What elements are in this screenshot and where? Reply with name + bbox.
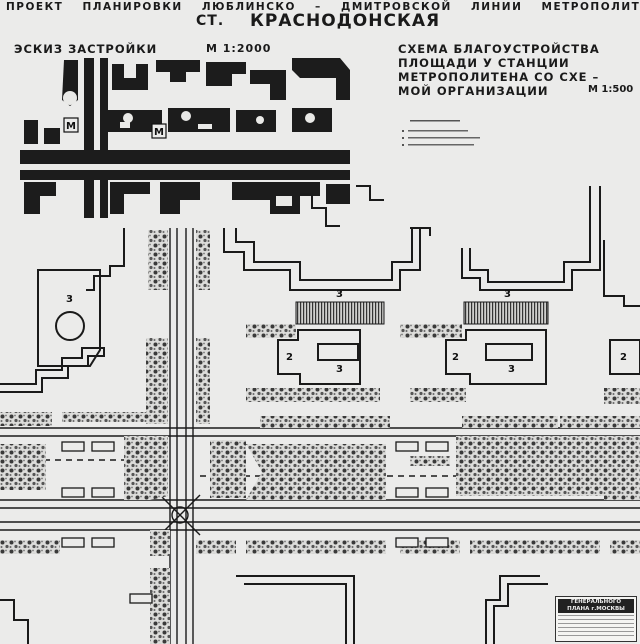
building-outlines xyxy=(0,185,640,644)
metro-marker-1: М xyxy=(66,121,76,132)
label-building-b: 3 xyxy=(336,289,343,300)
label-building-g: 3 xyxy=(508,364,515,375)
title-stamp: ГЕНЕРАЛЬНОГО ПЛАНА г.МОСКВЫ xyxy=(555,596,637,642)
plaza-hatch-right xyxy=(463,301,549,325)
label-building-h: 2 xyxy=(620,352,627,363)
scheme-title-line-3: МЕТРОПОЛИТЕНА СО СХЕ – xyxy=(398,70,600,84)
scheme-title: СХЕМА БЛАГОУСТРОЙСТВА ПЛОЩАДИ У СТАНЦИИ … xyxy=(398,42,600,98)
building-a xyxy=(37,269,101,367)
stamp-header: ГЕНЕРАЛЬНОГО ПЛАНА г.МОСКВЫ xyxy=(558,599,634,613)
label-building-d: 2 xyxy=(286,352,293,363)
plaza-hatch-center xyxy=(295,301,385,325)
scheme-title-line-1: СХЕМА БЛАГОУСТРОЙСТВА xyxy=(398,42,600,56)
rotunda xyxy=(55,311,85,341)
scheme-title-line-4: МОЙ ОРГАНИЗАЦИИ xyxy=(398,84,549,98)
legend-block xyxy=(402,120,480,146)
stamp-table xyxy=(558,615,634,639)
building-numbers: 3 3 3 2 3 2 3 2 xyxy=(66,289,627,375)
project-title: ПРОЕКТ ПЛАНИРОВКИ ЛЮБЛИНСКО – ДМИТРОВСКО… xyxy=(6,1,640,13)
tree-plantings xyxy=(0,230,640,644)
station-name: КРАСНОДОНСКАЯ xyxy=(250,11,441,31)
sketch-light-details xyxy=(20,91,350,206)
station-prefix: СТ. xyxy=(196,13,225,29)
stamp-line-2: ПЛАНА г.МОСКВЫ xyxy=(567,606,625,612)
label-building-a: 3 xyxy=(66,294,73,305)
scheme-scale: М 1:500 xyxy=(588,84,634,95)
parking-blocks xyxy=(61,441,449,604)
metro-marker-2: М xyxy=(154,127,164,138)
label-building-e: 3 xyxy=(336,364,343,375)
scheme-title-line-2: ПЛОЩАДИ У СТАНЦИИ xyxy=(398,56,570,70)
sketch-scale: М 1:2000 xyxy=(206,42,272,55)
label-building-c: 3 xyxy=(504,289,511,300)
sketch-metro-markers: М М xyxy=(63,117,167,139)
sketch-title: ЭСКИЗ ЗАСТРОЙКИ xyxy=(14,42,158,56)
label-building-f: 2 xyxy=(452,352,459,363)
stamp-line-1: ГЕНЕРАЛЬНОГО xyxy=(570,599,622,605)
